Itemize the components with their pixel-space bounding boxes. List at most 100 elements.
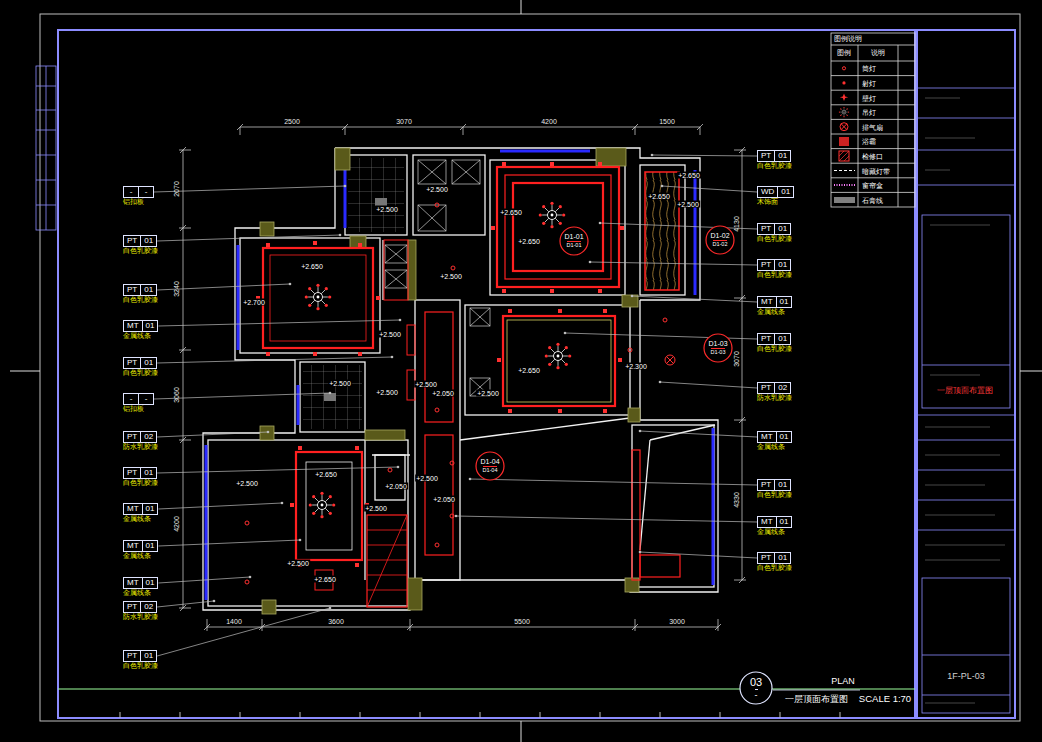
window-crosses [418, 205, 446, 231]
title-block [922, 578, 1010, 713]
material-tag: MT01金属线条 [123, 314, 158, 340]
leader-dot [339, 234, 342, 237]
ceiling-outlines [640, 555, 680, 577]
tag-code: PT [758, 383, 775, 393]
material-tag: PT01白色乳胶漆 [123, 644, 158, 670]
window-crosses [385, 160, 490, 396]
dimension-text: 2500 [284, 118, 300, 125]
material-name: 白色乳胶漆 [757, 272, 792, 279]
material-name: 金属线条 [123, 590, 158, 597]
elevation-mark-holder: +2.050 [431, 390, 455, 397]
elevation-mark-holder: +2.650 [313, 576, 337, 583]
elevation-mark: +2.500 [476, 390, 500, 397]
title-block [917, 470, 1015, 471]
tag-code: WD [758, 187, 778, 197]
tag-code: MT [758, 297, 777, 307]
sheet-frame [10, 371, 40, 372]
dimension-lines [180, 147, 186, 611]
dimension-text: 5500 [514, 618, 530, 625]
leader-dot [289, 283, 292, 286]
elevation-mark: +2.300 [624, 363, 648, 370]
window-crosses [418, 160, 446, 184]
dimension-text: 4200 [541, 118, 557, 125]
legend-table [831, 61, 915, 62]
legend-table [831, 192, 915, 193]
dimension-lines [237, 124, 703, 130]
legend-samples [840, 123, 848, 131]
legend-heading-holder: 图例说明 [834, 36, 862, 43]
dimension-lines [240, 127, 700, 128]
legend-text: 检修口 [862, 152, 883, 159]
tag-box: PT01 [123, 235, 157, 247]
material-tag: PT02防水乳胶漆 [123, 595, 158, 621]
tag-number: 01 [143, 541, 158, 551]
elevation-mark: +2.500 [328, 380, 352, 387]
tag-box: MT01 [757, 296, 792, 308]
material-tag: PT01白色乳胶漆 [757, 327, 792, 353]
dimension-text-holder: 2500 [284, 118, 300, 125]
ceiling-outlines [497, 167, 619, 287]
dimension-text-holder: 5500 [514, 618, 530, 625]
material-name: 铝扣板 [123, 406, 154, 413]
leader-dot [589, 261, 592, 264]
material-tag: PT02 防水乳胶漆 [757, 376, 792, 402]
ceiling-outlines [513, 183, 603, 271]
section-id: D1-04 [480, 458, 499, 466]
dimension-text: 4330 [733, 492, 740, 508]
material-name: 白色乳胶漆 [123, 248, 158, 255]
tag-number: 01 [777, 297, 792, 307]
legend-samples [834, 170, 855, 171]
leader-dot [631, 295, 634, 298]
downlights [435, 543, 439, 547]
legend-samples [839, 107, 849, 117]
leader-dot [344, 185, 347, 188]
revision-table [36, 110, 56, 111]
legend-row: 窗帘盒 [862, 182, 883, 189]
leader-dot [399, 319, 402, 322]
window-crosses [385, 245, 407, 263]
downlights [663, 318, 667, 322]
elevation-mark: +2.650 [300, 263, 324, 270]
tag-number: 01 [141, 468, 156, 478]
dimension-text-holder: 1400 [226, 618, 242, 625]
ceiling-outlines [367, 515, 407, 607]
dimension-text: 4130 [733, 216, 740, 232]
tag-code: MT [758, 432, 777, 442]
elevation-mark-holder: +2.500 [439, 273, 463, 280]
material-name: 防水乳胶漆 [757, 395, 792, 402]
dimension-text-holder: 4200 [541, 118, 557, 125]
downlights [388, 468, 392, 472]
dimension-lines [742, 150, 743, 580]
revision-table [36, 66, 56, 230]
dimension-lines [739, 147, 745, 583]
legend-table [831, 177, 915, 178]
window-crosses [418, 160, 446, 184]
tag-code: PT [124, 468, 141, 478]
material-tag: MT01金属线条 [123, 571, 158, 597]
elevation-mark: +2.650 [499, 209, 523, 216]
sheet-frame [120, 712, 121, 718]
dimension-text-holder: 3070 [733, 351, 740, 367]
tag-number: 02 [775, 383, 790, 393]
title-block [917, 118, 1015, 119]
legend-table [831, 90, 915, 91]
title-block [922, 655, 1010, 656]
elevation-mark: +2.500 [375, 206, 399, 213]
downlights [245, 580, 249, 584]
structural-columns [365, 430, 405, 440]
ceiling-outlines [632, 450, 640, 580]
chandeliers [545, 343, 572, 370]
sheet-frame [180, 712, 181, 718]
title-block [917, 150, 1015, 151]
tag-number: 01 [775, 260, 790, 270]
tag-number: 01 [141, 236, 156, 246]
walls [300, 362, 365, 432]
material-name: 防水乳胶漆 [123, 614, 158, 621]
circle-ring [706, 226, 734, 254]
elevation-mark: +2.500 [414, 381, 438, 388]
legend-table [831, 134, 915, 135]
leader-line [652, 155, 757, 156]
title-block [917, 185, 1015, 186]
leader-line [660, 382, 757, 388]
dimension-text: 3070 [733, 351, 740, 367]
